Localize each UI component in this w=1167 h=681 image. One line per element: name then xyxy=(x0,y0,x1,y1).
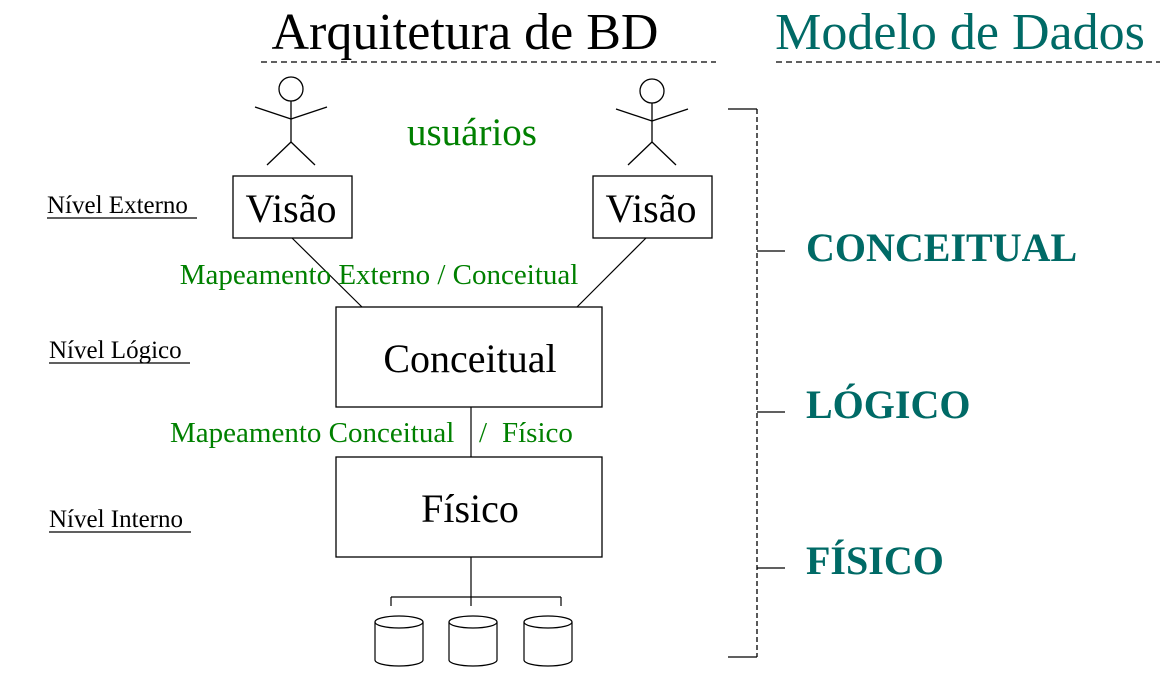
users-label: usuários xyxy=(407,111,537,154)
mapping-conceptual-physical-a: Mapeamento Conceitual xyxy=(170,417,454,449)
connector-view-left-conceptual xyxy=(291,237,363,308)
model-logical-label: LÓGICO xyxy=(806,382,970,427)
database-cylinder-2-icon xyxy=(448,615,498,667)
database-cylinder-1-icon xyxy=(374,615,424,667)
view-box-right-label: Visão xyxy=(606,186,697,231)
view-box-left xyxy=(232,175,353,239)
level-logical-label: Nível Lógico xyxy=(49,337,182,364)
level-external-label: Nível Externo xyxy=(47,192,188,219)
title-data-model: Modelo de Dados xyxy=(775,4,1145,61)
mapping-conceptual-physical-b: Físico xyxy=(502,417,573,449)
view-box-left-label: Visão xyxy=(246,186,337,231)
physical-box-label: Físico xyxy=(421,486,519,531)
model-bracket xyxy=(728,108,785,658)
physical-box xyxy=(335,456,603,558)
view-box-right xyxy=(592,175,713,239)
connector-view-right-conceptual xyxy=(576,237,647,308)
user-figure-left-icon xyxy=(254,76,328,166)
database-cylinder-3-icon xyxy=(523,615,573,667)
user-figure-right-icon xyxy=(615,78,689,166)
model-conceptual-label: CONCEITUAL xyxy=(806,225,1077,270)
title-architecture: Arquitetura de BD xyxy=(271,4,658,61)
conceptual-box xyxy=(335,306,603,408)
level-internal-label: Nível Interno xyxy=(49,506,183,533)
conceptual-box-label: Conceitual xyxy=(383,336,556,381)
model-physical-label: FÍSICO xyxy=(806,538,944,583)
mapping-external-conceptual: Mapeamento Externo / Conceitual xyxy=(180,259,579,291)
database-tree-connector xyxy=(390,557,562,606)
mapping-conceptual-physical-separator: / xyxy=(479,417,488,449)
